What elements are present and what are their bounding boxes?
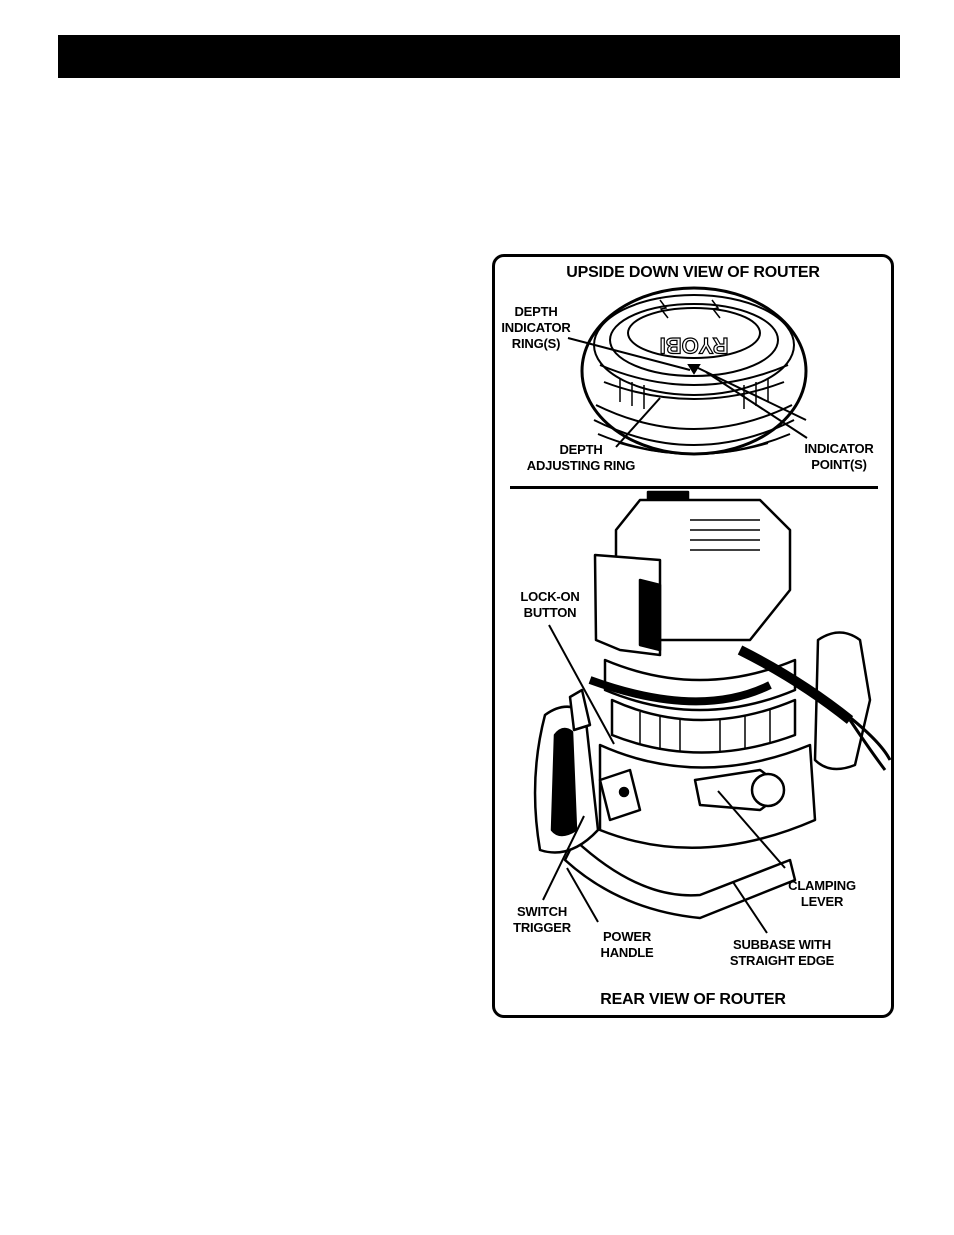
bottom-figure-title: REAR VIEW OF ROUTER <box>600 991 786 1008</box>
label-subbase: SUBBASE WITH STRAIGHT EDGE <box>729 937 835 968</box>
label-clamping-lever: CLAMPING LEVER <box>788 878 856 909</box>
bottom-leader-lines <box>542 624 786 934</box>
top-figure-title: UPSIDE DOWN VIEW OF ROUTER <box>566 264 820 281</box>
brand-mark-text: RYOBI <box>660 333 729 358</box>
label-indicator-point: INDICATOR POINT(S) <box>804 441 874 472</box>
router-figure-frame <box>492 254 894 1018</box>
figure-divider <box>510 486 878 489</box>
label-power-handle: POWER HANDLE <box>600 929 654 960</box>
label-lock-on-button: LOCK-ON BUTTON <box>520 589 580 620</box>
label-switch-trigger: SWITCH TRIGGER <box>513 904 571 935</box>
label-depth-adjusting-ring: DEPTH ADJUSTING RING <box>526 442 636 473</box>
section-header-bar <box>58 35 900 78</box>
rear-view-router-drawing <box>533 490 892 920</box>
upside-down-router-drawing <box>580 286 808 456</box>
top-leader-lines <box>567 337 808 448</box>
label-depth-indicator-ring: DEPTH INDICATOR RING(S) <box>501 304 571 351</box>
